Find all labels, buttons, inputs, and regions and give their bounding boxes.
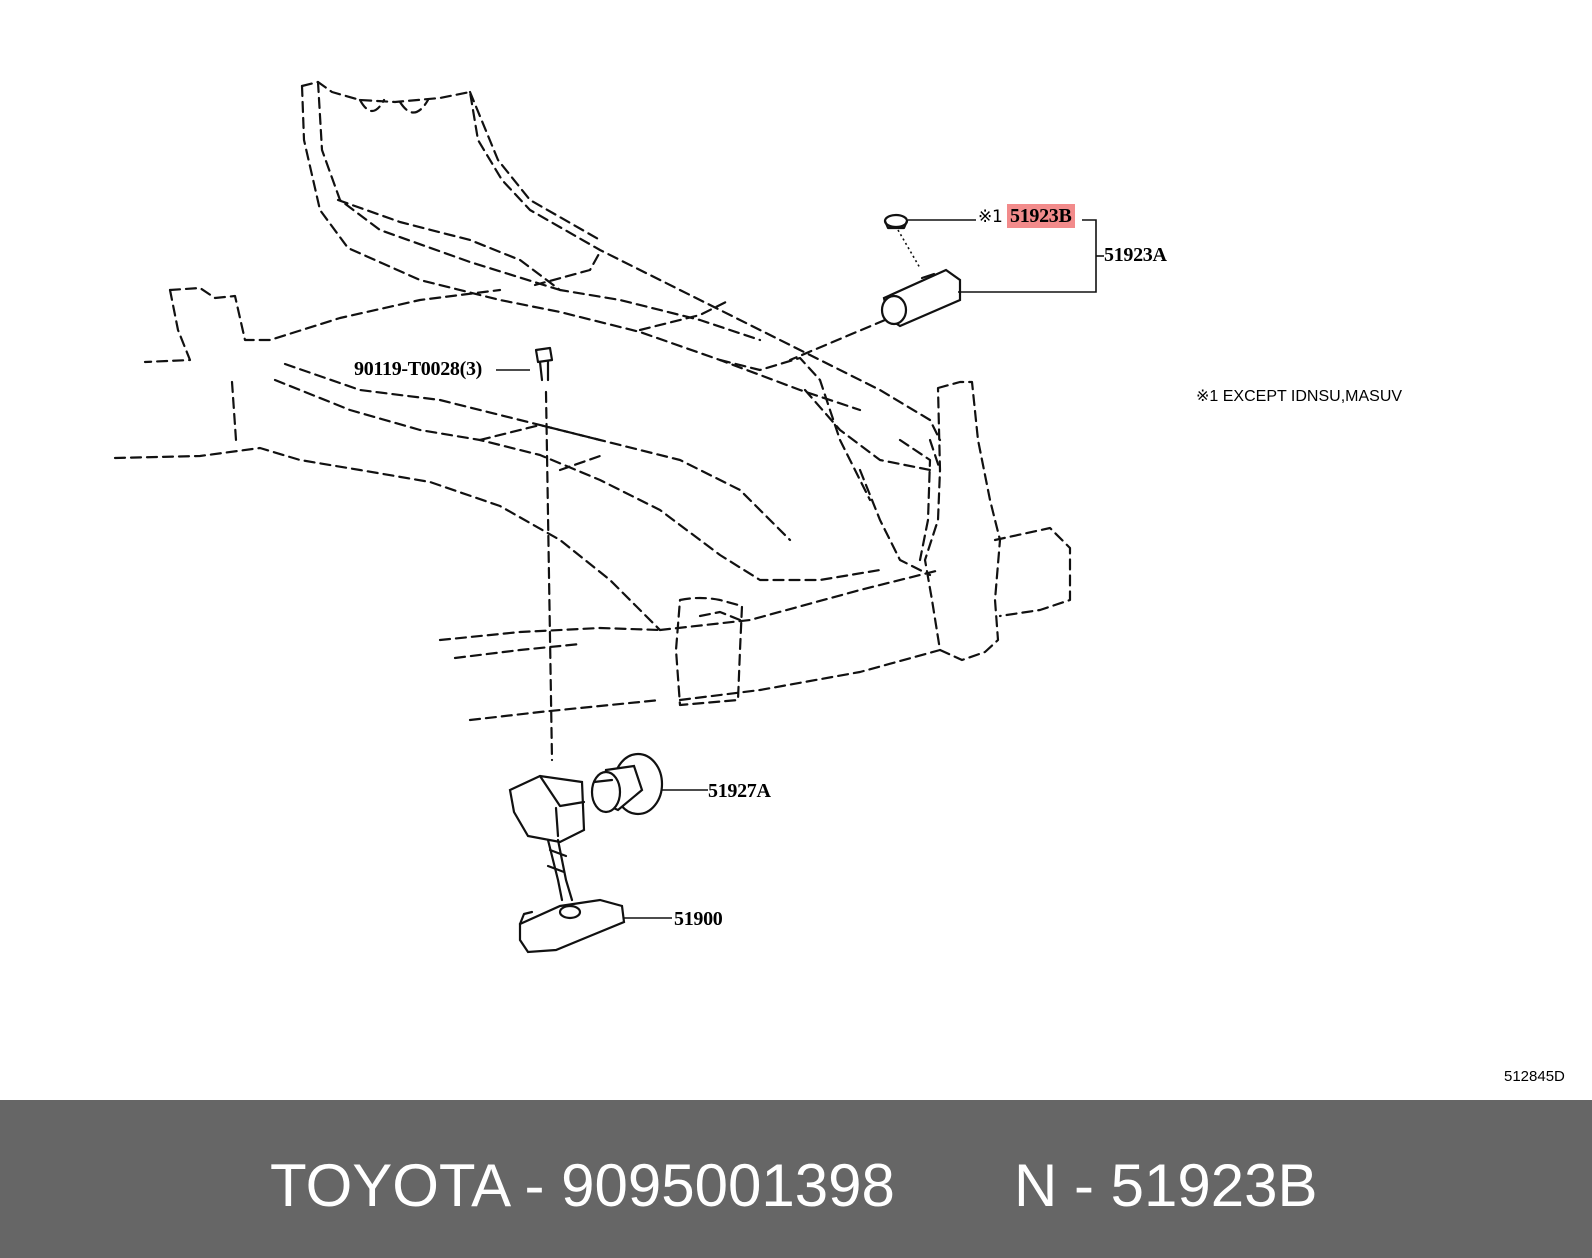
label-90119-bolt[interactable]: 90119-T0028(3) (354, 358, 483, 380)
label-51927a[interactable]: 51927A (708, 780, 771, 802)
footer-bar (0, 1100, 1592, 1258)
parts-diagram: ※1 51923B 51923A 90119-T0028(3) 51927A 5… (113, 80, 1565, 1085)
leader-lines (496, 219, 1104, 919)
label-51923b-prefix: ※1 (978, 207, 1003, 227)
link-part-51900 (508, 774, 626, 954)
figure-code: 512845D (1504, 1068, 1565, 1085)
sensor-part-51923a (788, 268, 962, 362)
footer-brand-part-number: TOYOTA - 9095001398 (270, 1152, 895, 1219)
frame-left-structure (113, 286, 882, 722)
label-51900[interactable]: 51900 (674, 908, 723, 930)
sensor-part-51927a (590, 752, 664, 816)
footer-reference-code: N - 51923B (1014, 1152, 1318, 1219)
label-51923a[interactable]: 51923A (1104, 244, 1167, 266)
frame-lower-crossmember (658, 568, 942, 707)
note-except: ※1 EXCEPT IDNSU,MASUV (1196, 388, 1403, 405)
grommet-part-51923b (883, 213, 921, 269)
frame-right-bracket (858, 380, 1072, 662)
label-51923b-highlighted[interactable]: 51923B (1007, 204, 1075, 228)
bolt-part (534, 346, 554, 762)
frame-upper-rail (300, 80, 942, 502)
diagram-drawing (113, 80, 1104, 954)
